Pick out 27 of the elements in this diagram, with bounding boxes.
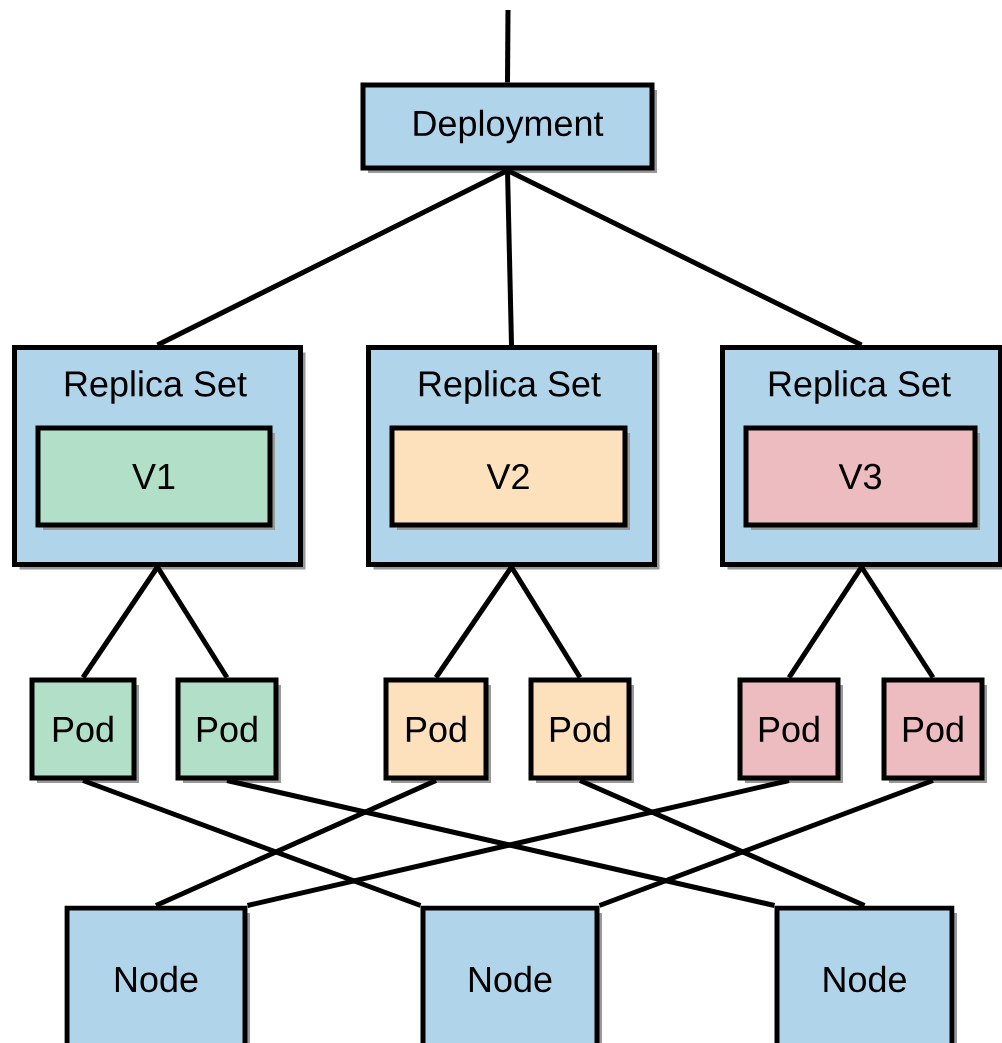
connector-line	[579, 778, 866, 908]
connector-line	[155, 565, 230, 679]
version-box: V2	[389, 425, 630, 530]
pod-box: Pod	[29, 677, 139, 783]
connector-line	[154, 778, 437, 908]
version-box: V3	[743, 425, 980, 530]
connector-line	[859, 565, 936, 679]
deployment-box: Deployment	[360, 82, 657, 173]
connector-line	[505, 10, 511, 83]
node-box: Node	[420, 905, 602, 1043]
pod-box: Pod	[881, 677, 987, 783]
version-box: V1	[35, 425, 275, 530]
connector-line	[80, 565, 160, 679]
pod-box: Pod	[175, 677, 281, 783]
connector-line	[156, 168, 509, 348]
pod-box: Pod	[737, 677, 843, 783]
connector-line	[786, 565, 864, 679]
pod-box: Pod	[528, 677, 634, 783]
pod-box: Pod	[383, 677, 491, 783]
connector-line	[598, 778, 934, 908]
connector-line	[509, 565, 583, 679]
node-box: Node	[774, 905, 957, 1043]
node-box: Node	[64, 905, 250, 1043]
connector-line	[505, 170, 514, 346]
connector-line	[82, 778, 422, 908]
connector-line	[433, 565, 514, 679]
connector-line	[506, 168, 863, 348]
